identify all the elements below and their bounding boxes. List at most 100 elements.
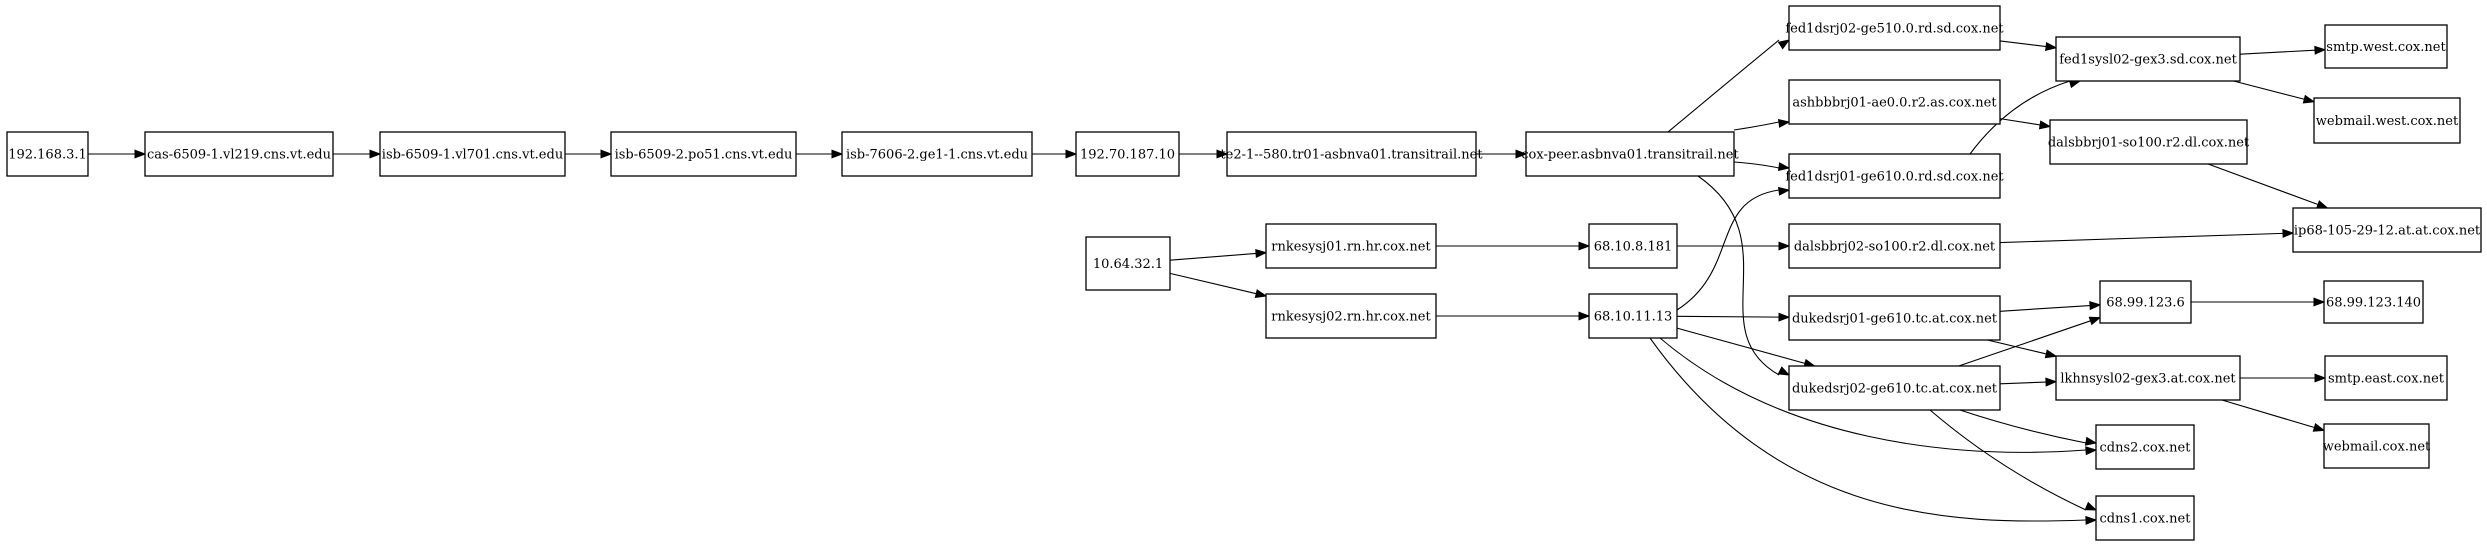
node-label: rnkesysj02.rn.hr.cox.net bbox=[1271, 310, 1431, 325]
edge-10_64-to-rnkesysj02 bbox=[1169, 272, 1268, 298]
edge-cas-to-isb1 bbox=[333, 149, 382, 159]
node-label: 68.10.8.181 bbox=[1594, 240, 1673, 255]
edge-dukedsrj02-to-68_99_6 bbox=[1958, 316, 2102, 367]
node-isb1: isb-6509-1.vl701.cns.vt.edu bbox=[379, 131, 566, 177]
node-10-64: 10.64.32.1 bbox=[1085, 236, 1171, 291]
node-68-99-6: 68.99.123.6 bbox=[2099, 280, 2192, 324]
node-label: 192.168.3.1 bbox=[8, 148, 87, 163]
node-label: dukedsrj01-ge610.tc.at.cox.net bbox=[1792, 312, 1998, 327]
node-label: 10.64.32.1 bbox=[1093, 257, 1163, 272]
edge-68_10_11-to-cdns2 bbox=[1659, 337, 2098, 456]
edge-dukedsrj02-to-cdns1 bbox=[1929, 409, 2098, 511]
node-label: smtp.east.cox.net bbox=[2328, 372, 2445, 387]
node-label: te2-1--580.tr01-asbnva01.transitrail.net bbox=[1220, 148, 1483, 163]
node-smtpeast: smtp.east.cox.net bbox=[2324, 355, 2448, 401]
node-192-168-3-1: 192.168.3.1 bbox=[6, 131, 89, 177]
node-rnkesysj01: rnkesysj01.rn.hr.cox.net bbox=[1265, 223, 1437, 269]
node-label: fed1dsrj02-ge510.0.rd.sd.cox.net bbox=[1785, 22, 2004, 37]
edge-fed1dsrj02-to-fed1sysl02 bbox=[1999, 40, 2058, 51]
edge-te2-to-coxpeer bbox=[1476, 149, 1528, 159]
edge-68_99_6-to-68_99_140 bbox=[2191, 297, 2326, 307]
node-68-99-140: 68.99.123.140 bbox=[2323, 280, 2424, 324]
node-ip68: ip68-105-29-12.at.at.cox.net bbox=[2292, 207, 2482, 253]
node-label: lkhnsysl02-gex3.at.cox.net bbox=[2060, 372, 2236, 387]
node-cdns1: cdns1.cox.net bbox=[2095, 495, 2195, 541]
edge-10_64-to-rnkesysj01 bbox=[1169, 248, 1268, 261]
edge-68_10_8-to-dalsbbrj02 bbox=[1677, 241, 1791, 251]
edge-lkhnsysl02-to-webmail bbox=[2221, 399, 2326, 432]
node-label: 192.70.187.10 bbox=[1080, 148, 1175, 163]
node-label: 68.99.123.140 bbox=[2326, 296, 2421, 311]
edge-68_10_11-to-dukedsrj01 bbox=[1676, 312, 1791, 322]
node-label: cdns1.cox.net bbox=[2100, 512, 2192, 527]
node-dukedsrj01: dukedsrj01-ge610.tc.at.cox.net bbox=[1788, 295, 2001, 341]
nodes-layer: 192.168.3.1 cas-6509-1.vl219.cns.vt.edu is… bbox=[6, 5, 2482, 541]
edge-dukedsrj02-to-cdns2 bbox=[1959, 409, 2098, 446]
node-label: fed1dsrj01-ge610.0.rd.sd.cox.net bbox=[1785, 170, 2004, 185]
node-label: cox-peer.asbnva01.transitrail.net bbox=[1521, 148, 1739, 163]
edge-rnkesysj01-to-68_10_8 bbox=[1436, 241, 1591, 251]
node-fed1sysl02: fed1sysl02-gex3.sd.cox.net bbox=[2055, 36, 2241, 82]
edge-fed1sysl02-to-smtpwest bbox=[2239, 45, 2327, 55]
node-label: dalsbbrj01-so100.r2.dl.cox.net bbox=[2048, 136, 2250, 151]
edge-lkhnsysl02-to-smtpeast bbox=[2240, 373, 2327, 383]
node-label: cas-6509-1.vl219.cns.vt.edu bbox=[147, 148, 331, 163]
node-dukedsrj02: dukedsrj02-ge610.tc.at.cox.net bbox=[1788, 365, 2001, 411]
edge-coxpeer-to-fed1dsrj01 bbox=[1733, 161, 1791, 172]
edges-layer bbox=[88, 39, 2329, 525]
node-cas: cas-6509-1.vl219.cns.vt.edu bbox=[144, 131, 334, 177]
node-label: smtp.west.cox.net bbox=[2326, 40, 2446, 55]
edge-coxpeer-to-fed1dsrj02 bbox=[1667, 39, 1791, 133]
edge-68_10_11-to-fed1dsrj01 bbox=[1676, 186, 1791, 311]
edge-fed1sysl02-to-webmailwest bbox=[2233, 80, 2316, 104]
edge-68_10_11-to-cdns1 bbox=[1649, 337, 2098, 525]
node-rnkesysj02: rnkesysj02.rn.hr.cox.net bbox=[1265, 293, 1437, 339]
node-coxpeer: cox-peer.asbnva01.transitrail.net bbox=[1521, 131, 1739, 177]
edge-dalsbbrj01-to-ip68 bbox=[2207, 163, 2329, 209]
node-68-10-11: 68.10.11.13 bbox=[1588, 293, 1678, 339]
edge-dukedsrj01-to-68_99_6 bbox=[1999, 301, 2102, 312]
node-cdns2: cdns2.cox.net bbox=[2095, 424, 2195, 470]
node-label: dalsbbrj02-so100.r2.dl.cox.net bbox=[1794, 240, 1996, 255]
node-label: rnkesysj01.rn.hr.cox.net bbox=[1271, 240, 1431, 255]
node-label: 68.10.11.13 bbox=[1594, 310, 1673, 325]
edge-rnkesysj02-to-68_10_11 bbox=[1436, 311, 1591, 321]
node-label: webmail.cox.net bbox=[2323, 440, 2431, 455]
node-label: isb-7606-2.ge1-1.cns.vt.edu bbox=[846, 148, 1028, 163]
edge-isb2-to-isb7606 bbox=[796, 149, 844, 159]
node-dalsbbrj01: dalsbbrj01-so100.r2.dl.cox.net bbox=[2048, 119, 2250, 165]
edge-dukedsrj01-to-lkhnsysl02 bbox=[1987, 339, 2058, 359]
edge-dalsbbrj02-to-ip68 bbox=[1999, 228, 2295, 244]
node-label: dukedsrj02-ge610.tc.at.cox.net bbox=[1792, 382, 1998, 397]
edge-ashbbbrj01-to-dalsbbrj01 bbox=[1999, 118, 2052, 130]
node-fed1dsrj01: fed1dsrj01-ge610.0.rd.sd.cox.net bbox=[1785, 153, 2004, 199]
node-192-70: 192.70.187.10 bbox=[1075, 131, 1180, 177]
node-te2: te2-1--580.tr01-asbnva01.transitrail.net bbox=[1220, 131, 1483, 177]
edge-192_168_3_1-to-cas bbox=[88, 149, 147, 159]
node-label: isb-6509-1.vl701.cns.vt.edu bbox=[382, 148, 563, 163]
edge-coxpeer-to-dukedsrj02 bbox=[1697, 175, 1791, 376]
node-isb2: isb-6509-2.po51.cns.vt.edu bbox=[610, 131, 797, 177]
node-label: ip68-105-29-12.at.at.cox.net bbox=[2294, 224, 2481, 239]
node-68-10-8: 68.10.8.181 bbox=[1588, 223, 1678, 269]
edge-coxpeer-to-ashbbbrj01 bbox=[1733, 118, 1791, 131]
node-webmailwest: webmail.west.cox.net bbox=[2313, 97, 2461, 144]
node-smtpwest: smtp.west.cox.net bbox=[2324, 24, 2448, 69]
edge-68_10_11-to-dukedsrj02 bbox=[1676, 327, 1816, 368]
node-label: fed1sysl02-gex3.sd.cox.net bbox=[2059, 53, 2237, 68]
edge-192_70-to-te2 bbox=[1179, 149, 1229, 159]
node-label: 68.99.123.6 bbox=[2106, 296, 2185, 311]
node-webmail: webmail.cox.net bbox=[2323, 423, 2431, 469]
node-lkhnsysl02: lkhnsysl02-gex3.at.cox.net bbox=[2055, 355, 2241, 401]
node-dalsbbrj02: dalsbbrj02-so100.r2.dl.cox.net bbox=[1788, 223, 2001, 269]
node-isb7606: isb-7606-2.ge1-1.cns.vt.edu bbox=[841, 131, 1033, 177]
edge-isb1-to-isb2 bbox=[565, 149, 613, 159]
node-label: cdns2.cox.net bbox=[2100, 441, 2192, 456]
node-fed1dsrj02: fed1dsrj02-ge510.0.rd.sd.cox.net bbox=[1785, 5, 2004, 51]
edge-isb7606-to-192_70 bbox=[1032, 149, 1078, 159]
node-ashbbbrj01: ashbbbrj01-ae0.0.r2.as.cox.net bbox=[1788, 79, 2001, 125]
node-label: webmail.west.cox.net bbox=[2316, 114, 2459, 129]
node-label: isb-6509-2.po51.cns.vt.edu bbox=[615, 148, 793, 163]
edge-dukedsrj02-to-lkhnsysl02 bbox=[1999, 377, 2058, 387]
